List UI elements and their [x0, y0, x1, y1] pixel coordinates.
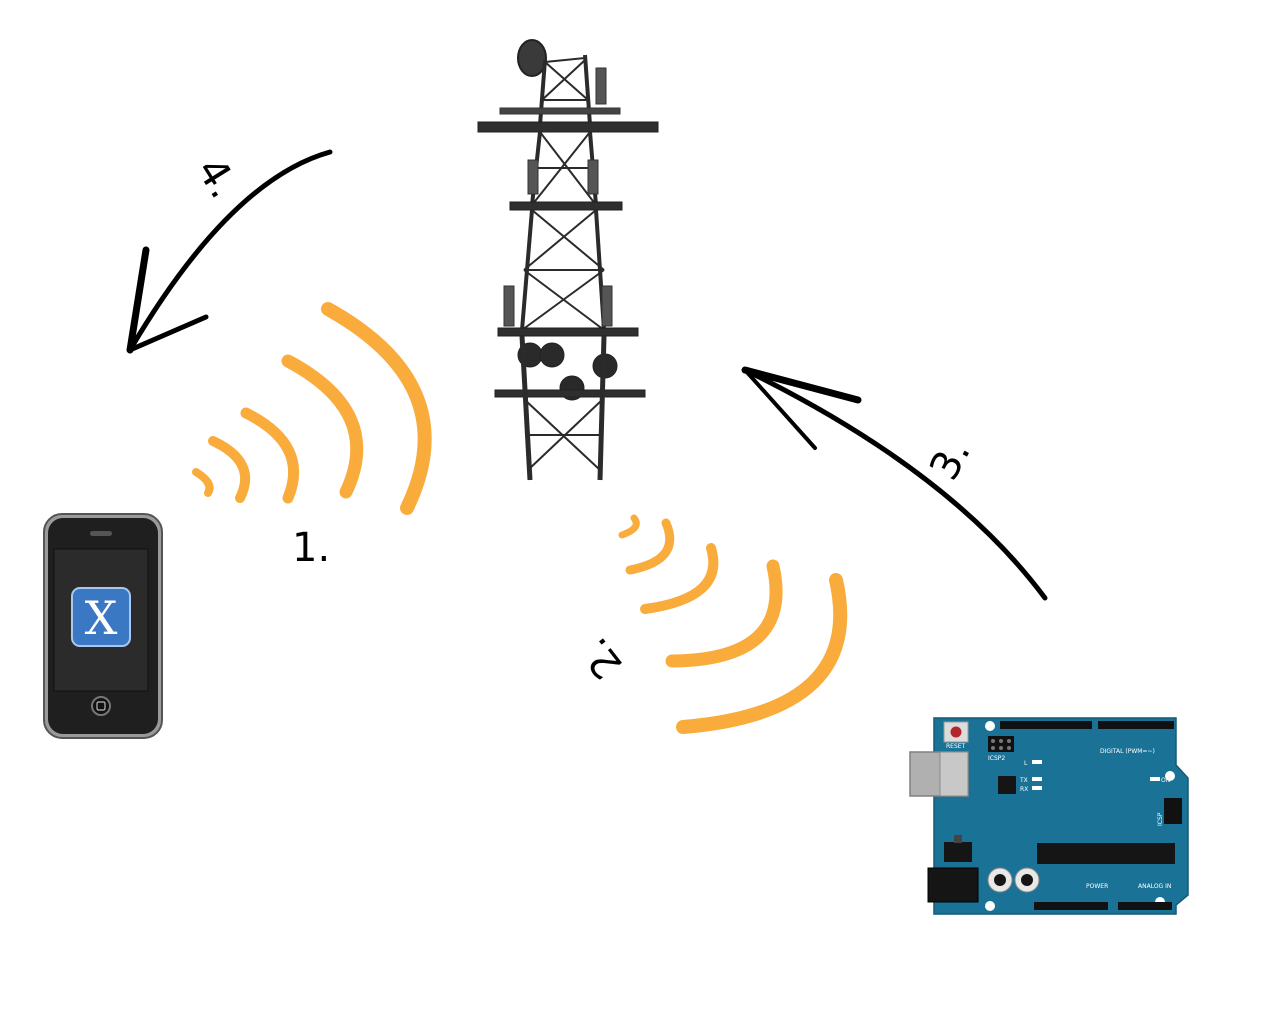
- arduino-board-icon: RESET ICSP2 DIGITAL (PWM=~) L TX RX ON I…: [909, 717, 1189, 915]
- icsp2-label: ICSP2: [988, 755, 1005, 762]
- on-label: ON: [1161, 777, 1170, 784]
- cell-tower-icon: [477, 39, 659, 481]
- rx-label: RX: [1020, 786, 1028, 793]
- app-icon: X: [71, 587, 131, 647]
- analog-label: ANALOG IN: [1138, 883, 1171, 890]
- smartphone-icon: X: [43, 513, 163, 739]
- icsp2-header: [988, 736, 1014, 752]
- signal-waves-icon: [618, 514, 848, 734]
- step-2-label: 2.: [572, 629, 632, 687]
- reset-label: RESET: [946, 743, 966, 750]
- arrow-icon: [741, 366, 1048, 601]
- tx-label: TX: [1019, 777, 1028, 784]
- icsp-label: ICSP: [1157, 812, 1164, 826]
- step-1-label: 1.: [292, 525, 330, 571]
- app-icon-letter: X: [85, 591, 118, 645]
- arrow-icon: [126, 149, 333, 354]
- step-4-label: 4.: [187, 150, 246, 207]
- digital-label: DIGITAL (PWM=~): [1100, 748, 1155, 755]
- power-label: POWER: [1086, 883, 1108, 890]
- step-3-label: 3.: [921, 432, 980, 487]
- signal-waves-icon: [192, 302, 432, 515]
- l-label: L: [1024, 760, 1028, 767]
